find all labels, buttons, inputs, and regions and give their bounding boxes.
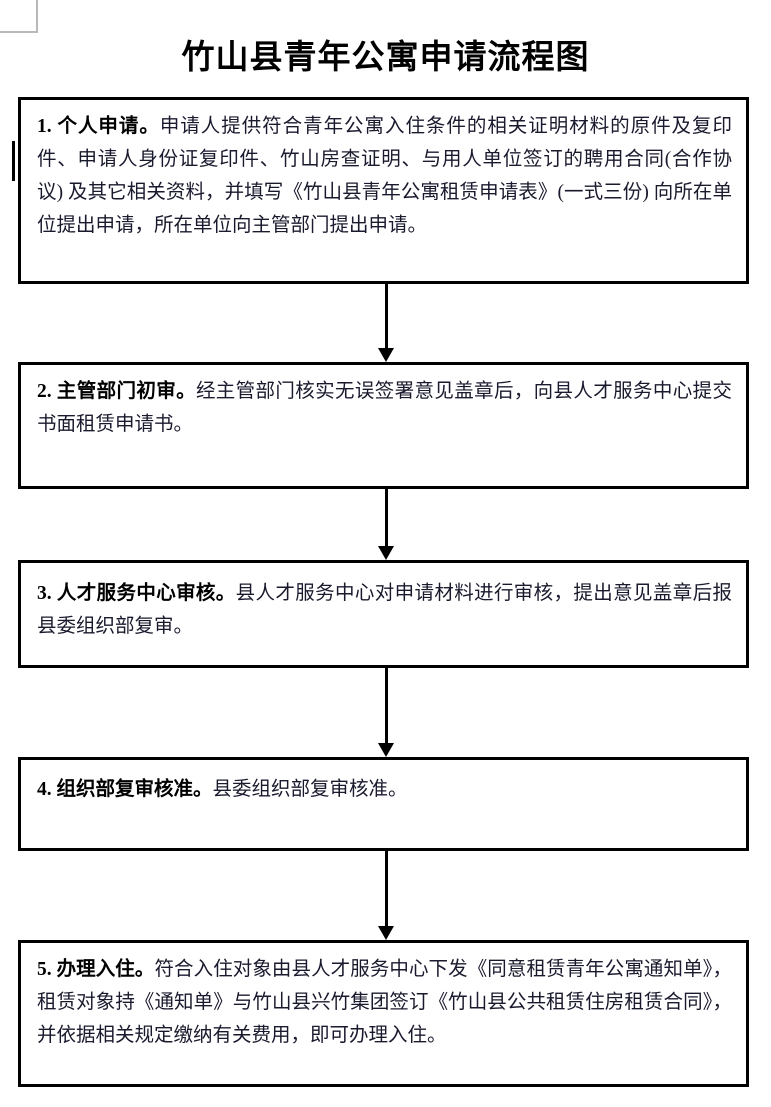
crop-mark-horizontal (0, 31, 37, 33)
flow-step-2-body: 经主管部门核实无误签署意见盖章后，向县人才服务中心提交书面租赁申请书。 (37, 381, 732, 435)
flow-step-1-body: 申请人提供符合青年公寓入住条件的相关证明材料的原件及复印件、申请人身份证复印件、… (37, 116, 732, 236)
connector-arrow-4-to-5 (378, 851, 394, 940)
flow-step-5-text: 5. 办理入住。符合入住对象由县人才服务中心下发《同意租赁青年公寓通知单》，租赁… (21, 953, 746, 1052)
flow-step-1-text: 1. 个人申请。申请人提供符合青年公寓入住条件的相关证明材料的原件及复印件、申请… (21, 108, 746, 242)
flow-step-4: 4. 组织部复审核准。县委组织部复审核准。 (18, 757, 749, 851)
flow-step-2-text: 2. 主管部门初审。经主管部门核实无误签署意见盖章后，向县人才服务中心提交书面租… (21, 375, 746, 441)
flow-step-2-lead: 2. 主管部门初审。 (37, 381, 196, 402)
flow-step-5-lead: 5. 办理入住。 (37, 959, 155, 980)
flow-step-2: 2. 主管部门初审。经主管部门核实无误签署意见盖章后，向县人才服务中心提交书面租… (18, 362, 749, 489)
connector-arrow-2-to-3 (378, 489, 394, 560)
flow-step-4-text: 4. 组织部复审核准。县委组织部复审核准。 (21, 773, 422, 806)
connector-arrow-3-to-4 (378, 668, 394, 757)
flow-step-3-lead: 3. 人才服务中心审核。 (37, 583, 236, 604)
flow-step-3-body: 县人才服务中心对申请材料进行审核，提出意见盖章后报县委组织部复审。 (37, 583, 732, 637)
connector-arrow-1-to-2 (378, 284, 394, 362)
page-title: 竹山县青年公寓申请流程图 (181, 40, 590, 76)
margin-tick-mark (12, 141, 15, 181)
flow-step-5-body: 符合入住对象由县人才服务中心下发《同意租赁青年公寓通知单》，租赁对象持《通知单》… (37, 959, 732, 1046)
crop-mark-vertical (36, 0, 38, 33)
flow-step-3: 3. 人才服务中心审核。县人才服务中心对申请材料进行审核，提出意见盖章后报县委组… (18, 560, 749, 668)
flow-step-5: 5. 办理入住。符合入住对象由县人才服务中心下发《同意租赁青年公寓通知单》，租赁… (18, 940, 749, 1087)
flow-step-4-body: 县委组织部复审核准。 (212, 779, 408, 800)
flow-step-4-lead: 4. 组织部复审核准。 (37, 779, 213, 800)
flow-step-3-text: 3. 人才服务中心审核。县人才服务中心对申请材料进行审核，提出意见盖章后报县委组… (21, 577, 746, 643)
flow-step-1: 1. 个人申请。申请人提供符合青年公寓入住条件的相关证明材料的原件及复印件、申请… (18, 97, 749, 284)
flow-step-1-lead: 1. 个人申请。 (37, 116, 160, 137)
